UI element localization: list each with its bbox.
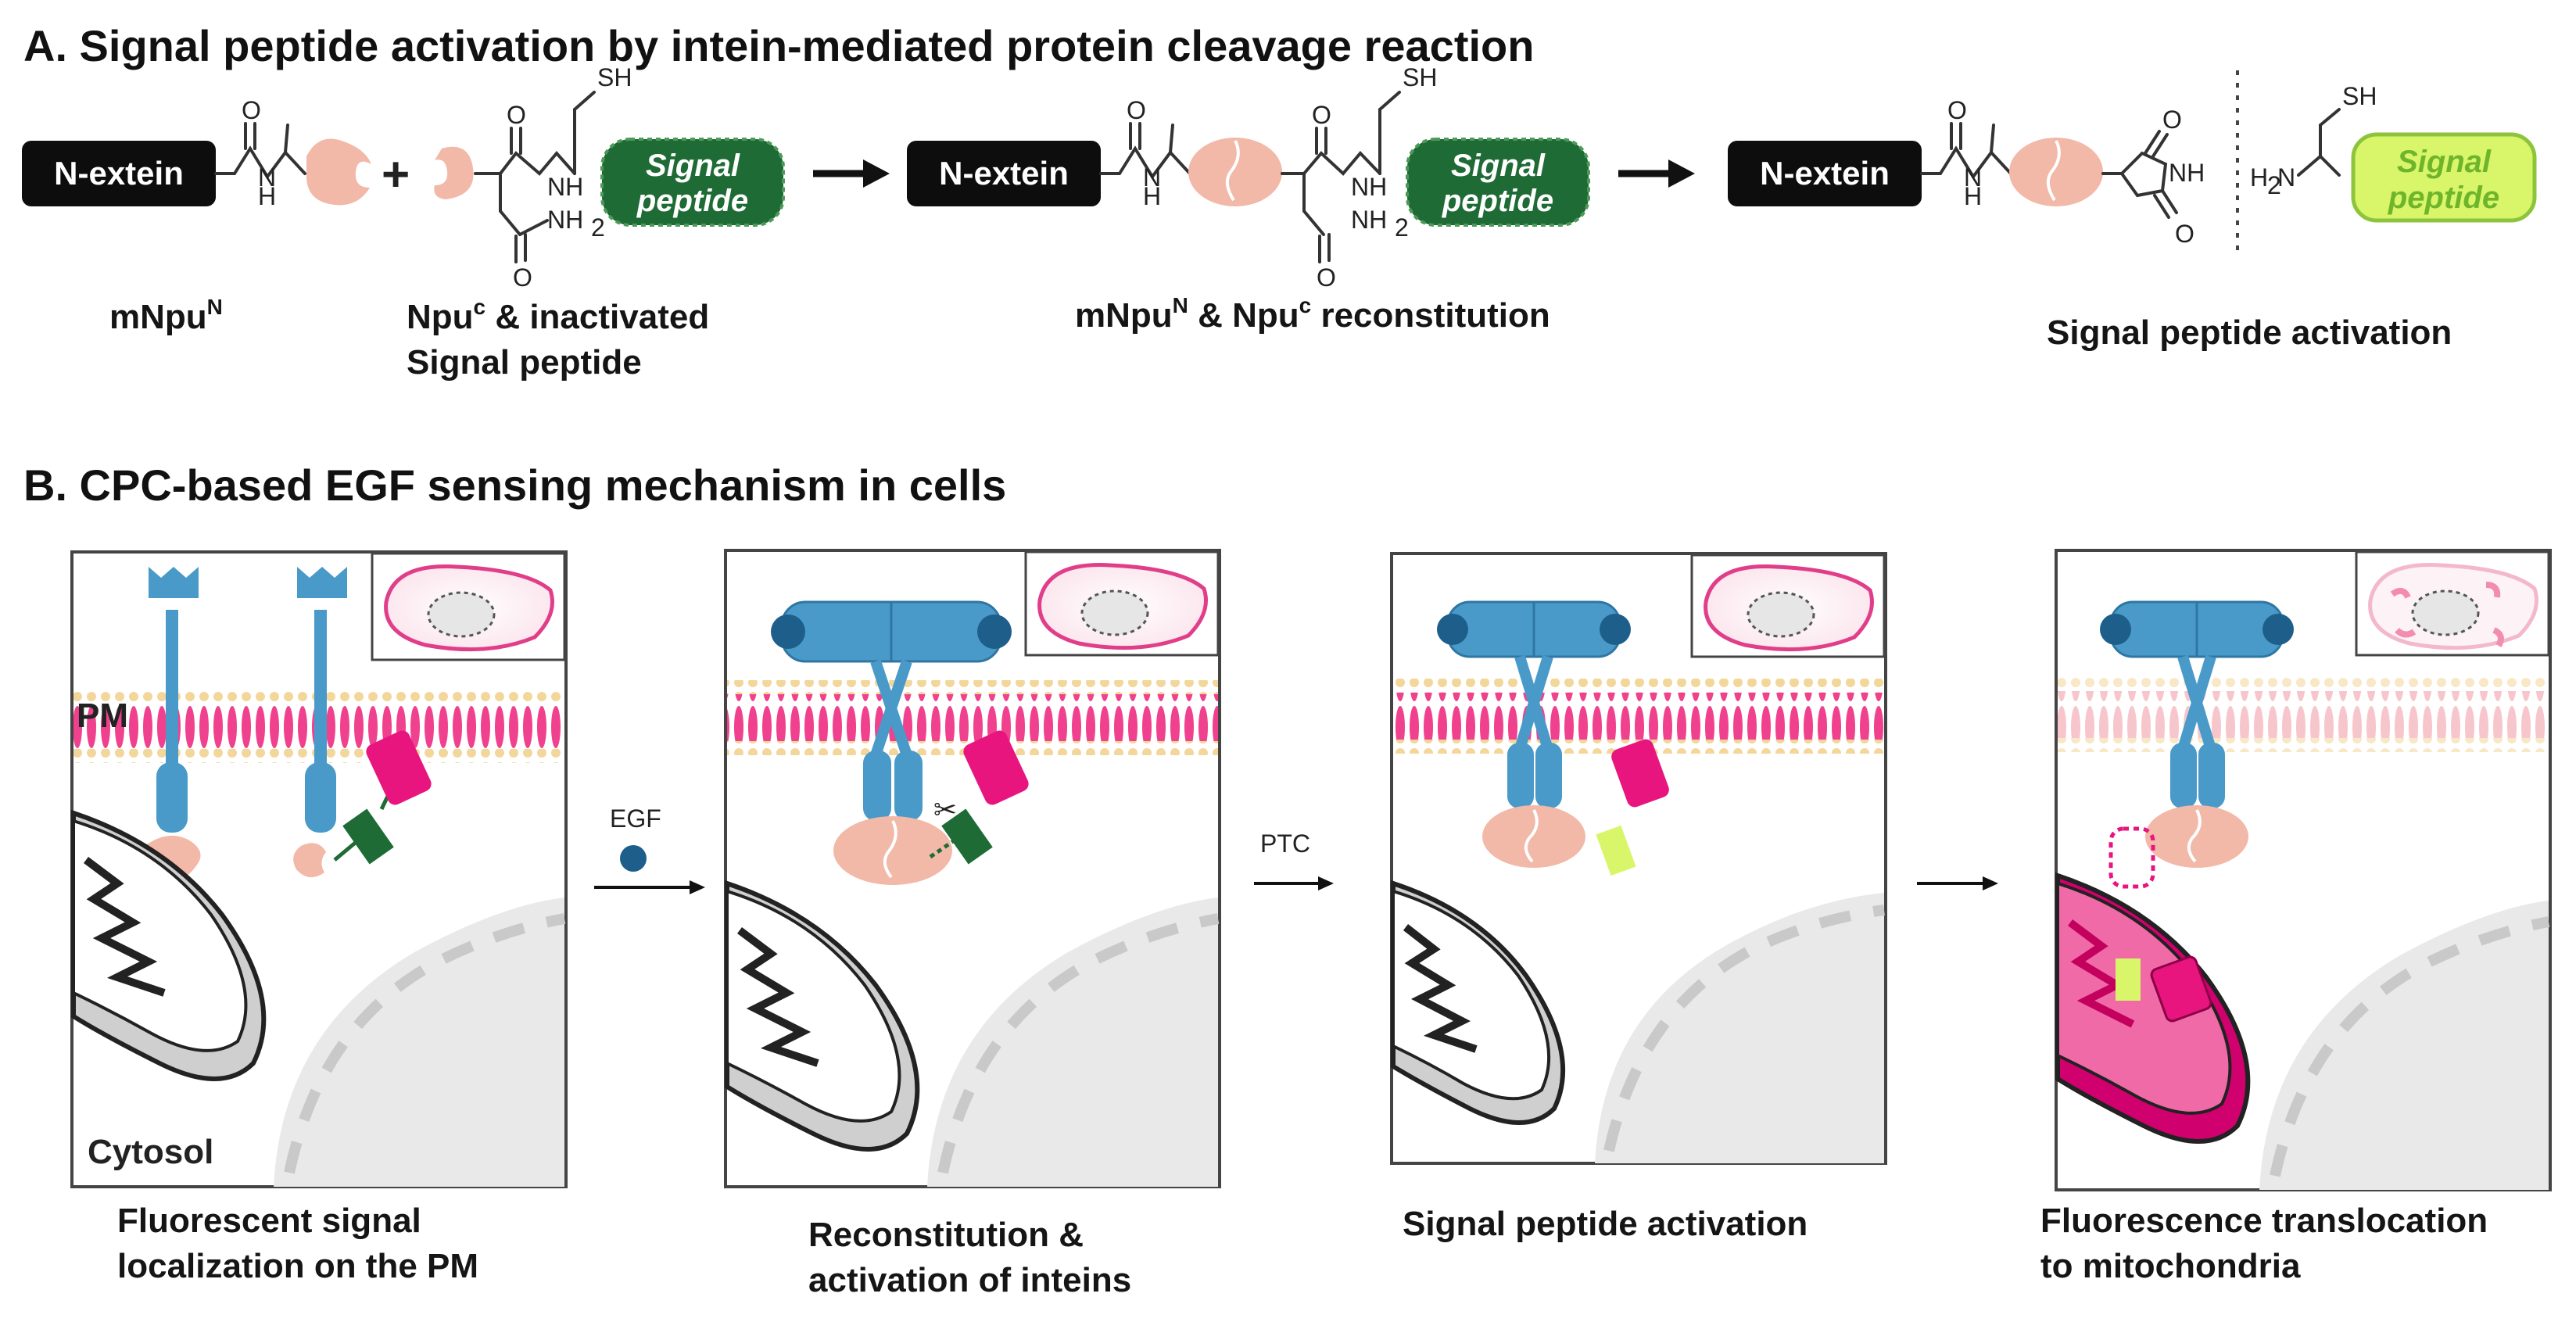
svg-text:O: O bbox=[2162, 106, 2182, 134]
svg-text:O: O bbox=[513, 263, 532, 292]
intein-n-half bbox=[306, 138, 371, 206]
panel-b-title: B. CPC-based EGF sensing mechanism in ce… bbox=[23, 460, 1006, 510]
n-extein-label: N-extein bbox=[54, 155, 184, 192]
svg-text:Signal: Signal bbox=[2397, 145, 2492, 179]
svg-text:N: N bbox=[1964, 163, 1982, 192]
caption-p4-l2: to mitochondria bbox=[2040, 1247, 2301, 1285]
ptc-arrow: PTC bbox=[1254, 829, 1334, 890]
svg-text:O: O bbox=[1317, 263, 1336, 292]
n-extein-box-2 bbox=[907, 141, 1101, 206]
caption-p2-l2: activation of inteins bbox=[808, 1261, 1131, 1299]
ghost-fluorophore bbox=[2108, 826, 2155, 889]
caption-p3-l1: Signal peptide activation bbox=[1403, 1205, 1807, 1243]
intein-c-half bbox=[434, 146, 474, 199]
molecule-mnpun: N-extein O H N bbox=[22, 96, 371, 210]
svg-text:N: N bbox=[1143, 163, 1161, 192]
svg-text:H: H bbox=[1964, 182, 1982, 210]
molecule-npuc-signal: O NH SH O NH 2 Signal peptide bbox=[434, 63, 785, 292]
panel-a-title: A. Signal peptide activation by intein-m… bbox=[23, 21, 1534, 70]
atom-n: N bbox=[258, 163, 276, 192]
svg-text:2: 2 bbox=[1395, 213, 1409, 242]
pm-label: PM bbox=[77, 697, 128, 735]
cell-panel-2: ✂ bbox=[724, 549, 1221, 1188]
caption-p4-l1: Fluorescence translocation bbox=[2040, 1202, 2488, 1240]
caption-p1-l2: localization on the PM bbox=[117, 1247, 478, 1285]
reaction-arrow-1 bbox=[813, 159, 890, 188]
mitochondrion-3 bbox=[1391, 880, 1566, 1125]
svg-text:O: O bbox=[1312, 101, 1331, 129]
n-extein-box-3 bbox=[1728, 141, 1922, 206]
egf-ligand bbox=[620, 845, 647, 872]
svg-text:O: O bbox=[1947, 96, 1967, 124]
svg-text:O: O bbox=[507, 101, 526, 129]
svg-text:Signal: Signal bbox=[646, 149, 740, 183]
svg-text:peptide: peptide bbox=[1442, 184, 1553, 218]
svg-text:N-extein: N-extein bbox=[939, 155, 1069, 192]
n-extein-box bbox=[22, 141, 216, 206]
egf-arrow: EGF bbox=[594, 804, 705, 894]
svg-text:SH: SH bbox=[1403, 63, 1437, 91]
egf-label: EGF bbox=[610, 804, 661, 833]
molecule-reconstituted: N-extein O N H O NH SH O NH 2 Signal pep… bbox=[907, 63, 1590, 292]
svg-text:NH: NH bbox=[1351, 206, 1387, 234]
arrow-to-panel-4 bbox=[1917, 876, 1998, 890]
svg-text:SH: SH bbox=[2342, 82, 2377, 110]
signal-peptide-inactive bbox=[600, 138, 785, 227]
svg-text:peptide: peptide bbox=[2388, 181, 2499, 215]
svg-text:Signal: Signal bbox=[1451, 149, 1546, 183]
receptor-dimer-4 bbox=[2100, 600, 2294, 868]
svg-text:✂: ✂ bbox=[933, 794, 957, 826]
molecule-cleaved: N-extein O N H O O NH bbox=[1728, 96, 2205, 248]
atom-h: H bbox=[258, 182, 276, 210]
cell-panel-1: PM Cytosol bbox=[70, 550, 568, 1188]
reaction-arrow-2 bbox=[1618, 159, 1695, 188]
svg-text:NH: NH bbox=[2169, 159, 2205, 187]
caption-p1-l1: Fluorescent signal bbox=[117, 1202, 421, 1240]
intein-spliced bbox=[2009, 138, 2103, 206]
receptor-monomer-1 bbox=[145, 567, 201, 881]
mitochondrion-fluorescent bbox=[2055, 872, 2251, 1144]
svg-text:SH: SH bbox=[597, 63, 632, 91]
caption-npuc-l2: Signal peptide bbox=[407, 343, 642, 382]
mitochondrion-2 bbox=[725, 880, 920, 1152]
plus-sign: + bbox=[382, 148, 410, 202]
cytosol-label: Cytosol bbox=[88, 1133, 213, 1171]
signal-peptide-active bbox=[2351, 132, 2537, 223]
caption-signal-activation-a: Signal peptide activation bbox=[2047, 313, 2452, 352]
ptc-label: PTC bbox=[1260, 829, 1310, 858]
svg-text:NH: NH bbox=[547, 206, 583, 234]
signal-peptide-inactive-2 bbox=[1406, 138, 1590, 227]
svg-text:N: N bbox=[2277, 163, 2295, 192]
svg-text:NH: NH bbox=[547, 173, 583, 201]
svg-text:2: 2 bbox=[2267, 171, 2281, 199]
mitochondrion-1 bbox=[71, 809, 267, 1081]
caption-reconstitution: mNpuN & Npuc reconstitution bbox=[1075, 293, 1550, 335]
caption-p2-l1: Reconstitution & bbox=[808, 1216, 1084, 1254]
intein-joined bbox=[1188, 138, 1282, 206]
cell-panel-4 bbox=[2055, 549, 2552, 1191]
receptor-dimer-2: ✂ bbox=[771, 600, 1029, 885]
svg-text:2: 2 bbox=[591, 213, 605, 242]
caption-npuc-l1: Npuc & inactivated bbox=[407, 295, 709, 336]
cell-panel-3 bbox=[1390, 552, 1887, 1165]
receptor-monomer-2 bbox=[293, 567, 432, 878]
atom-o: O bbox=[242, 96, 261, 124]
receptor-dimer-3 bbox=[1437, 600, 1669, 876]
svg-text:H: H bbox=[1143, 182, 1161, 210]
molecule-active-signal: H 2 N SH Signal peptide bbox=[2250, 82, 2537, 223]
svg-text:O: O bbox=[1127, 96, 1146, 124]
svg-text:peptide: peptide bbox=[636, 184, 748, 218]
svg-text:O: O bbox=[2175, 220, 2194, 248]
svg-text:N-extein: N-extein bbox=[1760, 155, 1890, 192]
caption-mnpun: mNpuN bbox=[109, 295, 223, 336]
svg-text:NH: NH bbox=[1351, 173, 1387, 201]
svg-text:H: H bbox=[2250, 163, 2268, 192]
